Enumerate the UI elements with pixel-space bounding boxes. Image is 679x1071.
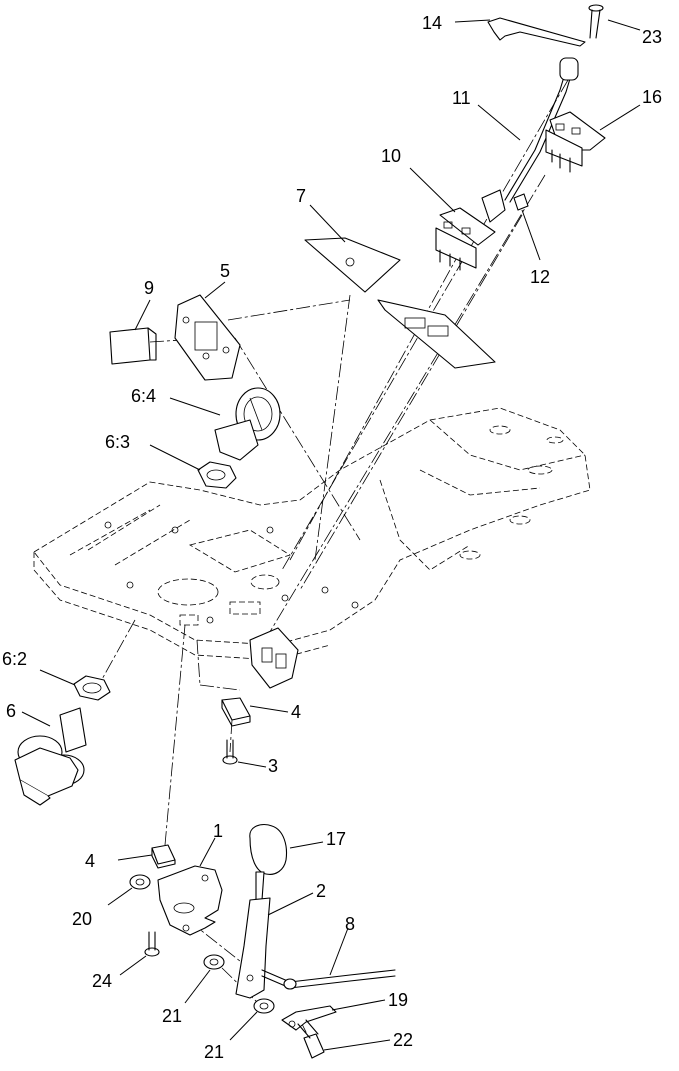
part-12-connector — [513, 193, 529, 211]
callout-21-a: 21 — [162, 1006, 182, 1026]
part-10-switch — [435, 207, 496, 271]
part-11-cable — [481, 57, 579, 223]
part-20-washer — [129, 874, 151, 890]
part-7-decal — [304, 237, 496, 369]
part-9-plug — [109, 327, 157, 365]
mounting-frame — [33, 407, 591, 661]
callout-6: 6 — [6, 701, 16, 721]
callout-6-4: 6:4 — [131, 386, 156, 406]
callout-6-3: 6:3 — [105, 432, 130, 452]
part-6-2-nut — [73, 675, 111, 701]
callout-20: 20 — [72, 909, 92, 929]
part-24-screw — [144, 931, 160, 957]
part-19-link — [281, 1005, 337, 1031]
callout-7: 7 — [296, 186, 306, 206]
callout-1: 1 — [213, 821, 223, 841]
callout-12: 12 — [530, 267, 550, 287]
part-3-screw — [222, 739, 238, 765]
part-1-bracket — [157, 865, 223, 936]
callout-4-upper: 4 — [291, 702, 301, 722]
leader-lines — [21, 19, 641, 1051]
callout-22: 22 — [393, 1030, 413, 1050]
callout-24: 24 — [92, 971, 112, 991]
part-21-washer-a — [203, 954, 225, 970]
callout-labels: 14 23 11 16 10 7 12 5 9 6:4 6:3 6:2 6 4 … — [2, 13, 662, 1062]
callout-8: 8 — [345, 914, 355, 934]
part-4-clip-upper — [221, 697, 251, 727]
part-14-bracket — [487, 17, 586, 47]
part-8-cable — [261, 969, 396, 990]
part-2-lever — [235, 871, 271, 999]
callout-9: 9 — [144, 278, 154, 298]
callout-17: 17 — [326, 829, 346, 849]
harness-connector — [249, 627, 299, 689]
callout-23: 23 — [642, 27, 662, 47]
part-6-3-nut — [197, 461, 237, 489]
callout-14: 14 — [422, 13, 442, 33]
callout-21-b: 21 — [204, 1042, 224, 1062]
callout-6-2: 6:2 — [2, 649, 27, 669]
part-23-screw — [588, 4, 604, 39]
callout-2: 2 — [316, 881, 326, 901]
part-16-switch — [545, 111, 606, 173]
callout-5: 5 — [220, 261, 230, 281]
callout-3: 3 — [268, 756, 278, 776]
part-5-bezel — [174, 294, 241, 381]
part-17-knob — [249, 823, 288, 875]
callout-19: 19 — [388, 990, 408, 1010]
callout-10: 10 — [381, 146, 401, 166]
part-4-clip-lower — [151, 844, 176, 869]
part-22-bolt — [297, 1019, 325, 1059]
callout-4-lower: 4 — [85, 851, 95, 871]
part-21-washer-b — [253, 998, 275, 1014]
part-6-4-switch-head — [214, 387, 281, 461]
callout-16: 16 — [642, 87, 662, 107]
callout-11: 11 — [452, 88, 471, 108]
part-6-switch-body — [14, 707, 87, 806]
